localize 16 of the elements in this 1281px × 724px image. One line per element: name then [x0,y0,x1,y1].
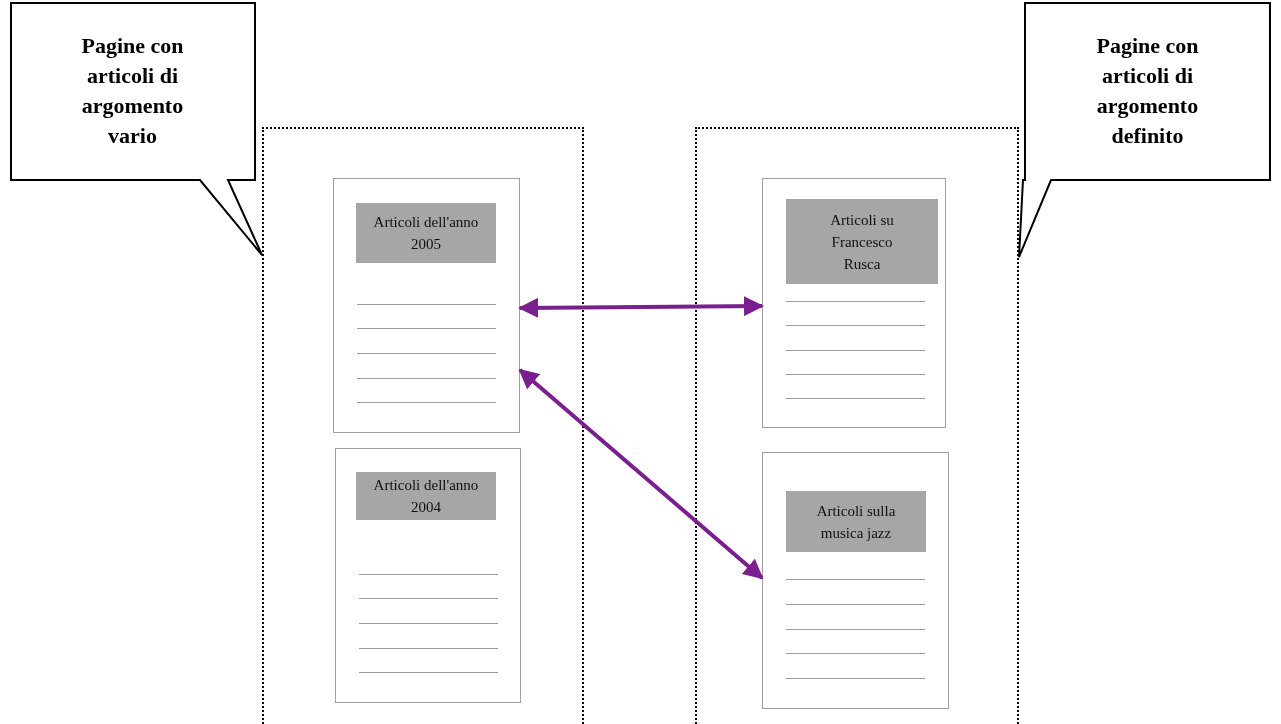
dotted-region [262,127,584,724]
speech-callout [1015,2,1271,260]
speech-callout [10,2,265,258]
article-heading: Articoli sulla musica jazz [786,491,926,552]
callout-text: Pagine con articoli di argomento definito [1095,32,1200,150]
page-card [333,178,520,433]
article-heading: Articoli dell'anno 2004 [356,472,496,520]
article-heading: Articoli dell'anno 2005 [356,203,496,263]
page-card [335,448,521,703]
double-arrow [518,368,764,580]
article-heading: Articoli su Francesco Rusca [786,199,938,284]
page-card [762,178,946,428]
callout-text: Pagine con articoli di argomento vario [80,32,185,150]
page-card [762,452,949,709]
dotted-region [695,127,1019,724]
double-arrow [518,296,764,318]
